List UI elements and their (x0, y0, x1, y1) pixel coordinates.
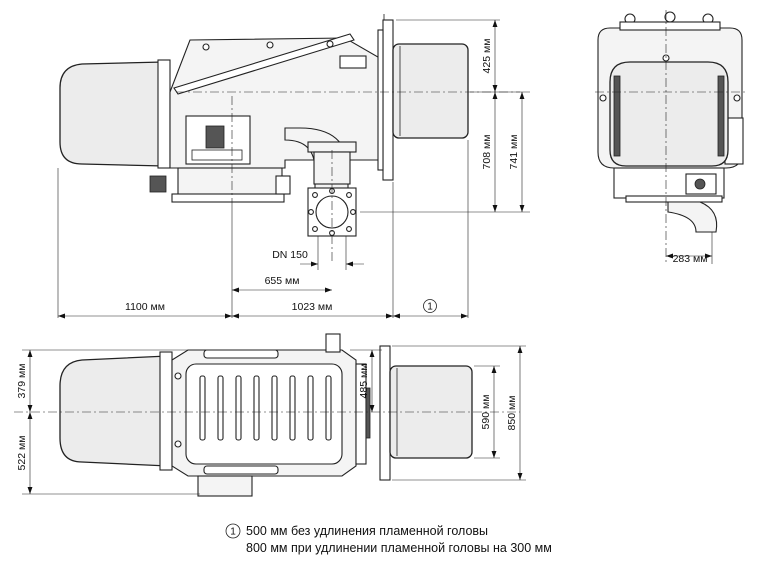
top-mounting-plate (379, 345, 391, 481)
top-dimensions: 379 мм 522 мм 485 мм 590 мм 850 мм (16, 346, 523, 494)
dim-label-283: 283 мм (673, 253, 708, 265)
side-dn-bolt (312, 226, 318, 232)
vent-slot (289, 375, 296, 441)
vent-slot (199, 375, 206, 441)
footnote-line-2: 800 мм при удлинении пламенной головы на… (246, 541, 552, 555)
front-view (595, 10, 748, 264)
top-vent-panel (185, 363, 343, 465)
dim-label-741: 741 мм (508, 135, 520, 170)
dim-label-850: 850 мм (506, 396, 518, 431)
dim-label-708: 708 мм (481, 135, 493, 170)
top-side-bolt (174, 372, 182, 380)
dim-label-590: 590 мм (480, 395, 492, 430)
vent-slot (325, 375, 332, 441)
footnote-callout-number: 1 (230, 527, 236, 538)
top-fan-ring (159, 351, 173, 471)
vent-slot (307, 375, 314, 441)
dim-label-dn150: DN 150 (272, 249, 308, 261)
callout-1-circle (423, 299, 437, 313)
dim-label-1023: 1023 мм (292, 301, 333, 313)
side-bolt (202, 43, 210, 51)
side-dn-bolt (346, 226, 352, 232)
side-dn-bolt (350, 209, 356, 215)
side-mounting-plate-edge (377, 29, 384, 171)
front-side-bolt (733, 94, 741, 102)
side-fan-housing (59, 61, 165, 167)
top-connector-strip (365, 387, 371, 439)
side-view (57, 14, 530, 318)
front-flange-plate (625, 195, 723, 203)
vent-slot (253, 375, 260, 441)
dim-label-522: 522 мм (16, 436, 28, 471)
front-lift-lug (664, 11, 676, 23)
side-control-display (205, 125, 225, 149)
front-side-bolt (599, 94, 607, 102)
front-top-rim (619, 21, 721, 31)
top-vent-slots (199, 375, 332, 441)
callout-1-number: 1 (427, 302, 433, 313)
side-bolt (266, 41, 274, 49)
side-dn-bolt (312, 192, 318, 198)
vent-slot (271, 375, 278, 441)
top-fan-housing (59, 355, 169, 467)
side-mounting-plate (382, 19, 394, 181)
dim-label-379: 379 мм (16, 364, 28, 399)
side-fan-ring (157, 59, 171, 169)
footnote: 1 500 мм без удлинения пламенной головы … (225, 523, 552, 555)
side-dn-bolt (346, 192, 352, 198)
dim-label-425: 425 мм (481, 39, 493, 74)
side-cable-gland (149, 175, 167, 193)
front-valve-knob (694, 178, 706, 190)
dim-label-1100: 1100 мм (125, 301, 165, 313)
front-gas-pipe (667, 201, 718, 233)
side-bolt (326, 40, 334, 48)
top-connector-tab (325, 333, 341, 353)
front-inner-panel (609, 61, 729, 167)
footnote-line-1: 500 мм без удлинения пламенной головы (246, 524, 488, 538)
side-dn-bolt (308, 209, 314, 215)
side-flame-tube (392, 43, 469, 139)
top-side-bolt (174, 440, 182, 448)
front-inner-frame-left (613, 75, 621, 157)
side-control-panel-lower (191, 149, 243, 161)
dim-label-655: 655 мм (265, 275, 300, 287)
front-dimensions: 283 мм (666, 253, 712, 265)
vent-slot (217, 375, 224, 441)
side-small-plate (339, 55, 367, 69)
top-rail-upper (203, 349, 279, 359)
front-inner-frame-right (717, 75, 725, 157)
top-gas-connection (197, 475, 253, 497)
top-rail-lower (203, 465, 279, 475)
side-lower-plate (171, 193, 285, 203)
side-dimensions: 425 мм 708 мм 741 мм DN 150 655 мм 1100 … (58, 20, 525, 319)
vent-slot (235, 375, 242, 441)
top-view (14, 333, 526, 497)
side-flange-clamp (275, 175, 291, 195)
dim-label-485: 485 мм (358, 364, 370, 399)
footnote-callout-circle (225, 523, 241, 539)
